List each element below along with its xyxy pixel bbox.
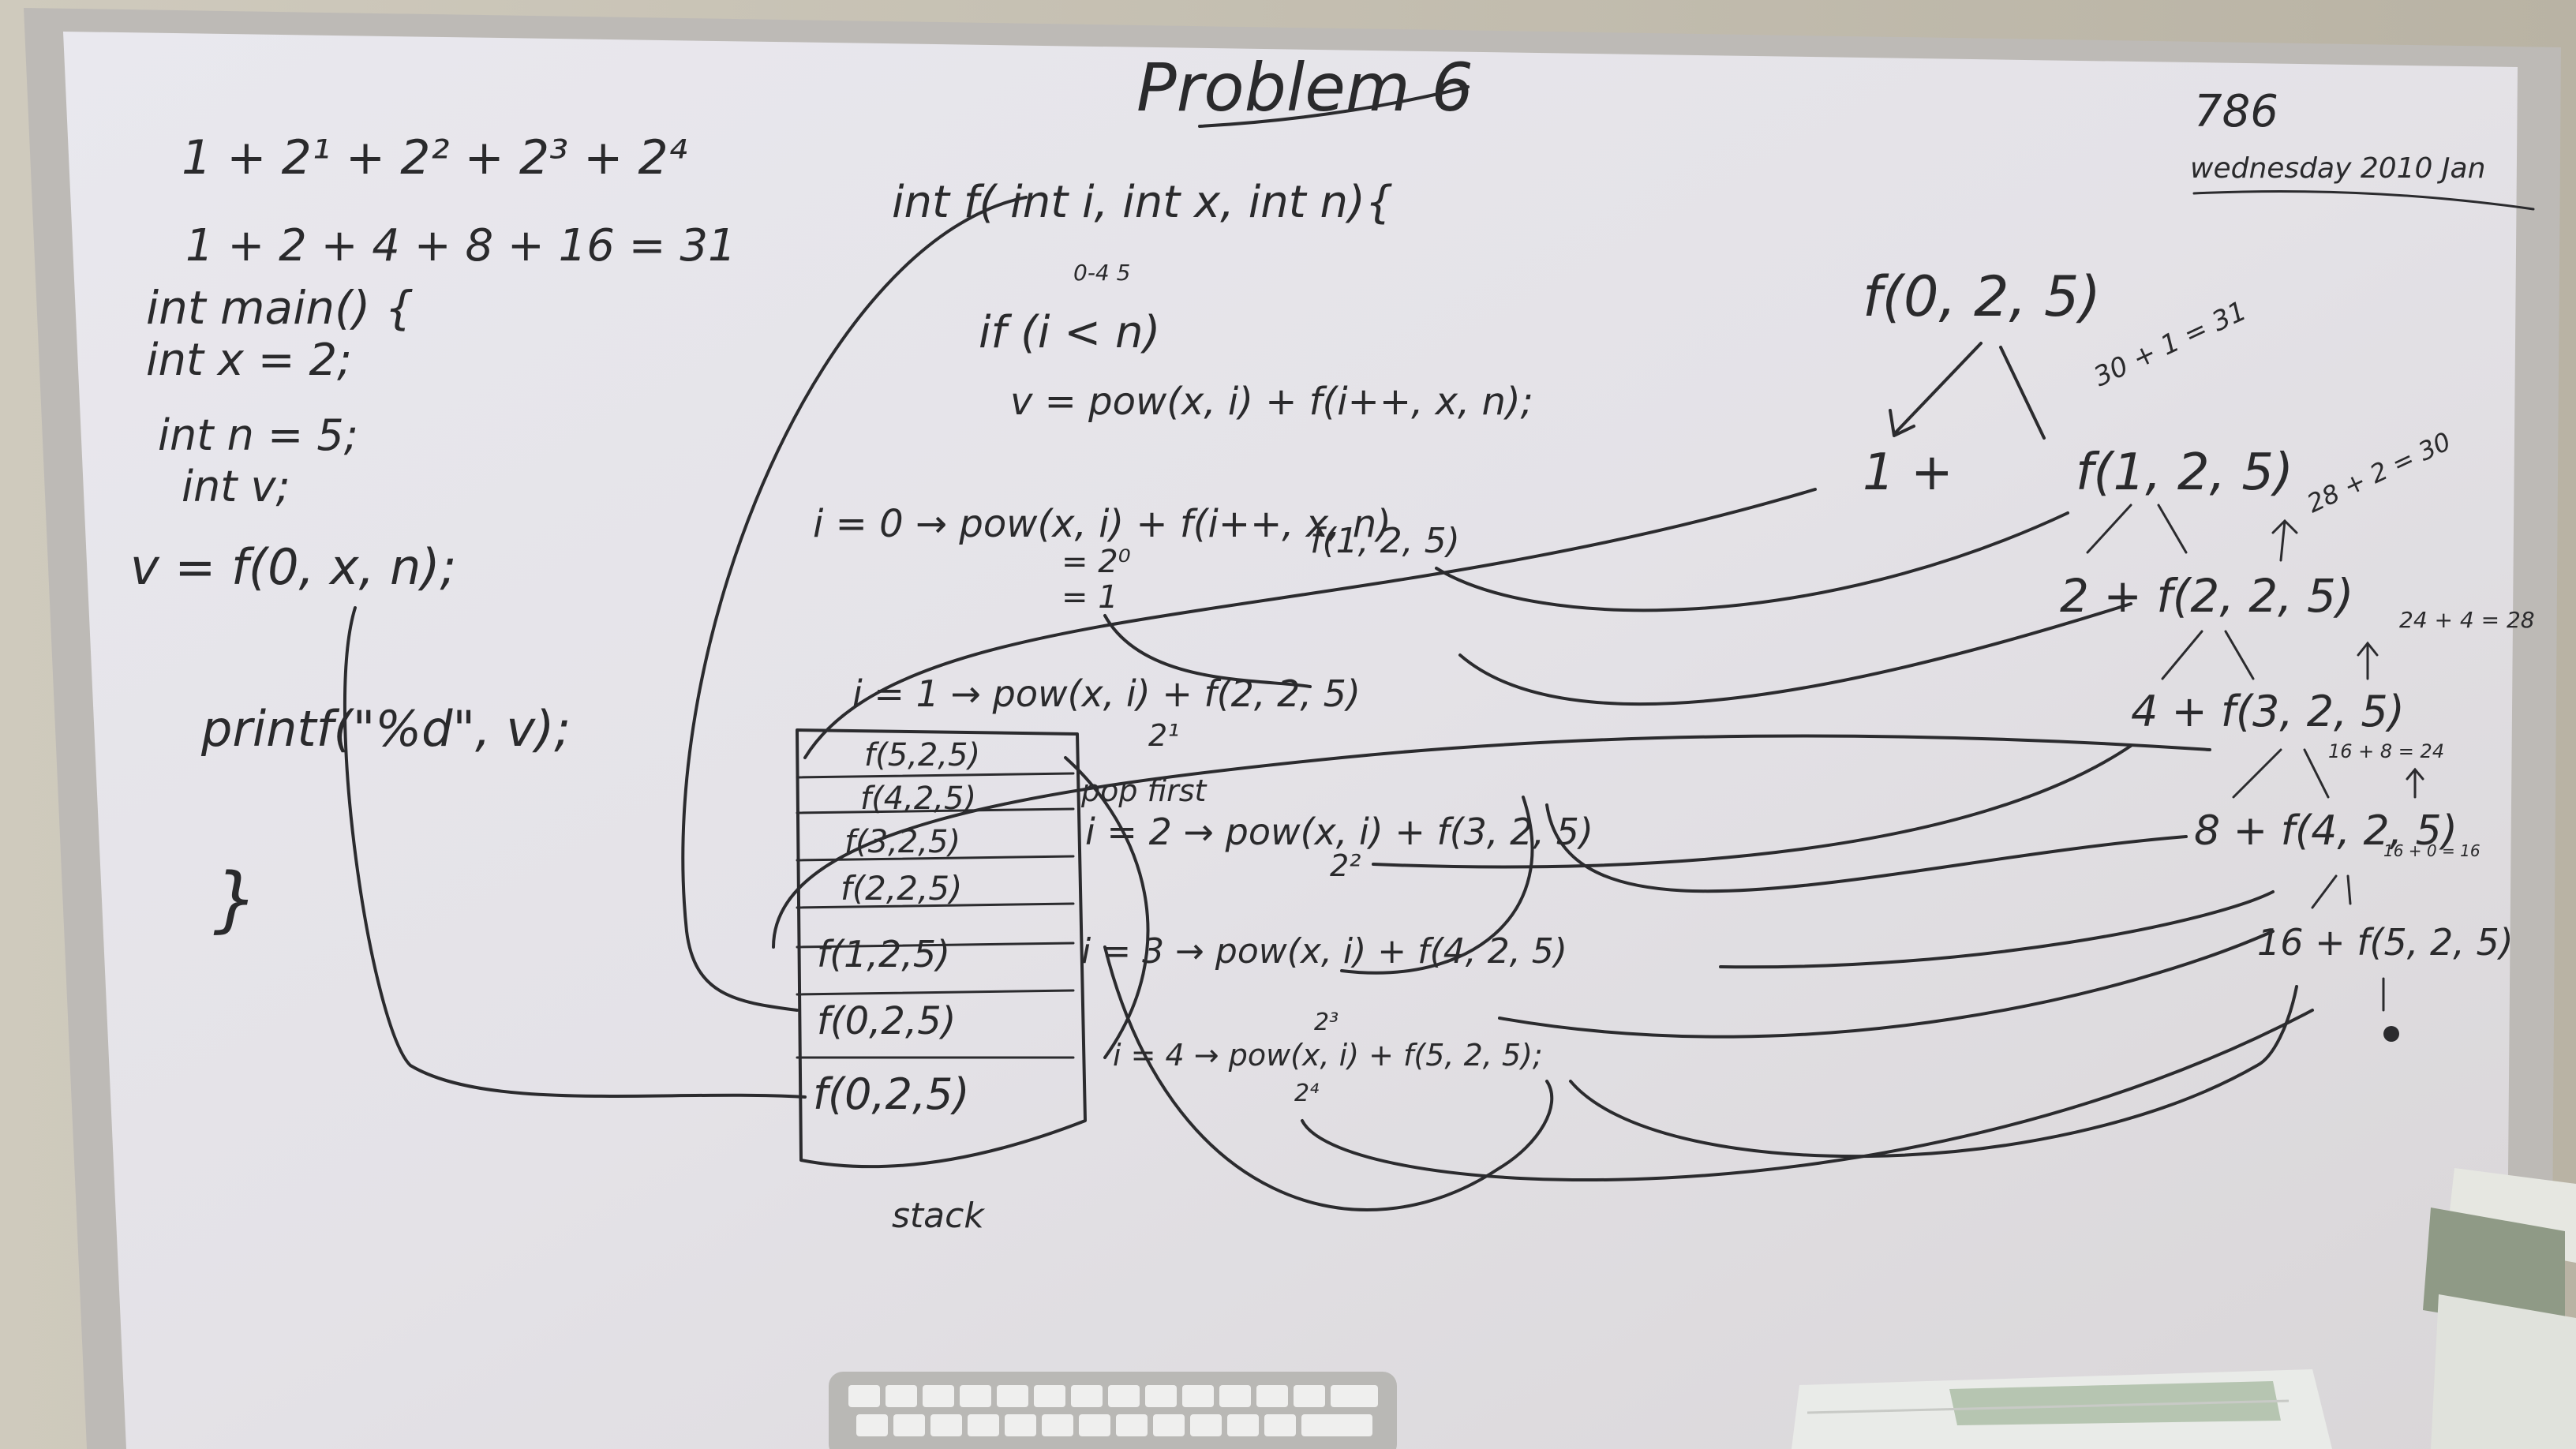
tree-node-2: 2 + f(2, 2, 5) bbox=[2060, 569, 2354, 623]
corner-note: 786 wednesday 2010 Jan bbox=[2190, 86, 2535, 211]
body-line: v = pow(x, i) + f(i++, x, n); bbox=[1010, 380, 1533, 424]
main-line-7: } bbox=[213, 858, 258, 941]
stack-label: stack bbox=[892, 1196, 985, 1236]
connector-arrows bbox=[343, 196, 2314, 1211]
books bbox=[2423, 1168, 2576, 1449]
tree-sum-3: 16 + 8 = 24 bbox=[2328, 740, 2444, 762]
condition-line: if (i < n) bbox=[979, 307, 1160, 358]
board-title: Problem 6 bbox=[1136, 49, 1473, 126]
corner-date: wednesday 2010 Jan bbox=[2190, 152, 2485, 185]
trace-i0-call: f(1, 2, 5) bbox=[1310, 521, 1460, 561]
trace-i0: i = 0 → pow(x, i) + f(i++, x, n) bbox=[813, 502, 1391, 546]
trace-i4: i = 4 → pow(x, i) + f(5, 2, 5); bbox=[1113, 1038, 1543, 1073]
call-stack: f(5,2,5) f(4,2,5) f(3,2,5) f(2,2,5) f(1,… bbox=[796, 728, 1087, 1236]
tree-node-1-right: f(1, 2, 5) bbox=[2076, 444, 2293, 502]
execution-trace: i = 0 → pow(x, i) + f(i++, x, n) = 2⁰ = … bbox=[813, 502, 1593, 1107]
condition-note: 0-4 5 bbox=[1073, 260, 1130, 286]
keyboard bbox=[829, 1372, 1397, 1449]
base-case-dot bbox=[2383, 1026, 2399, 1042]
main-line-5: v = f(0, x, n); bbox=[130, 538, 456, 596]
main-line-2: int x = 2; bbox=[146, 335, 352, 386]
board-title-group: Problem 6 bbox=[1136, 49, 1473, 128]
stack-frame-7: f(0,2,5) bbox=[813, 1069, 970, 1119]
trace-i2: i = 2 → pow(x, i) + f(3, 2, 5) bbox=[1085, 811, 1593, 853]
stack-frame-3: f(3,2,5) bbox=[844, 824, 960, 860]
series-line-2: 1 + 2 + 4 + 8 + 16 = 31 bbox=[185, 220, 736, 271]
main-line-1: int main() { bbox=[146, 281, 414, 335]
trace-i0-eq2: = 1 bbox=[1061, 579, 1118, 616]
trace-i3-val: 2³ bbox=[1314, 1009, 1339, 1036]
tree-node-4: 8 + f(4, 2, 5) bbox=[2194, 807, 2458, 855]
stack-frame-1: f(5,2,5) bbox=[864, 737, 980, 773]
trace-i1: i = 1 → pow(x, i) + f(2, 2, 5) bbox=[852, 672, 1361, 715]
main-line-3: int n = 5; bbox=[158, 410, 358, 460]
trace-i2-val: 2² bbox=[1330, 848, 1361, 883]
paper-stack bbox=[1792, 1369, 2332, 1449]
stack-frame-6: f(0,2,5) bbox=[817, 999, 956, 1043]
stack-frame-5: f(1,2,5) bbox=[817, 933, 950, 975]
tree-sum-4: 16 + 0 = 16 bbox=[2383, 841, 2481, 860]
main-function-code: int main() { int x = 2; int n = 5; int v… bbox=[130, 281, 571, 941]
stack-frame-4: f(2,2,5) bbox=[841, 869, 962, 908]
trace-i0-eq1: = 2⁰ bbox=[1061, 544, 1131, 580]
function-signature: int f( int i, int x, int n){ bbox=[892, 177, 1393, 228]
trace-i4-val: 2⁴ bbox=[1294, 1080, 1319, 1107]
tree-sum-2: 24 + 4 = 28 bbox=[2399, 607, 2535, 633]
series-line-1: 1 + 2¹ + 2² + 2³ + 2⁴ bbox=[182, 130, 687, 185]
stack-frame-2: f(4,2,5) bbox=[860, 781, 976, 817]
corner-number: 786 bbox=[2194, 86, 2278, 137]
main-line-4: int v; bbox=[182, 462, 290, 511]
tree-node-3: 4 + f(3, 2, 5) bbox=[2131, 687, 2405, 736]
pop-first-note: pop first bbox=[1080, 773, 1208, 808]
tree-node-1-left: 1 + bbox=[1863, 444, 1953, 502]
main-line-6: printf("%d", v); bbox=[200, 700, 571, 758]
series-notes: 1 + 2¹ + 2² + 2³ + 2⁴ 1 + 2 + 4 + 8 + 16… bbox=[182, 130, 736, 271]
trace-i3: i = 3 → pow(x, i) + f(4, 2, 5) bbox=[1081, 931, 1567, 972]
tree-root: f(0, 2, 5) bbox=[1863, 264, 2101, 329]
recursive-function-code: int f( int i, int x, int n){ 0-4 5 if (i… bbox=[892, 177, 1533, 424]
trace-i1-val: 2¹ bbox=[1148, 718, 1179, 753]
tree-node-5: 16 + f(5, 2, 5) bbox=[2257, 921, 2514, 964]
